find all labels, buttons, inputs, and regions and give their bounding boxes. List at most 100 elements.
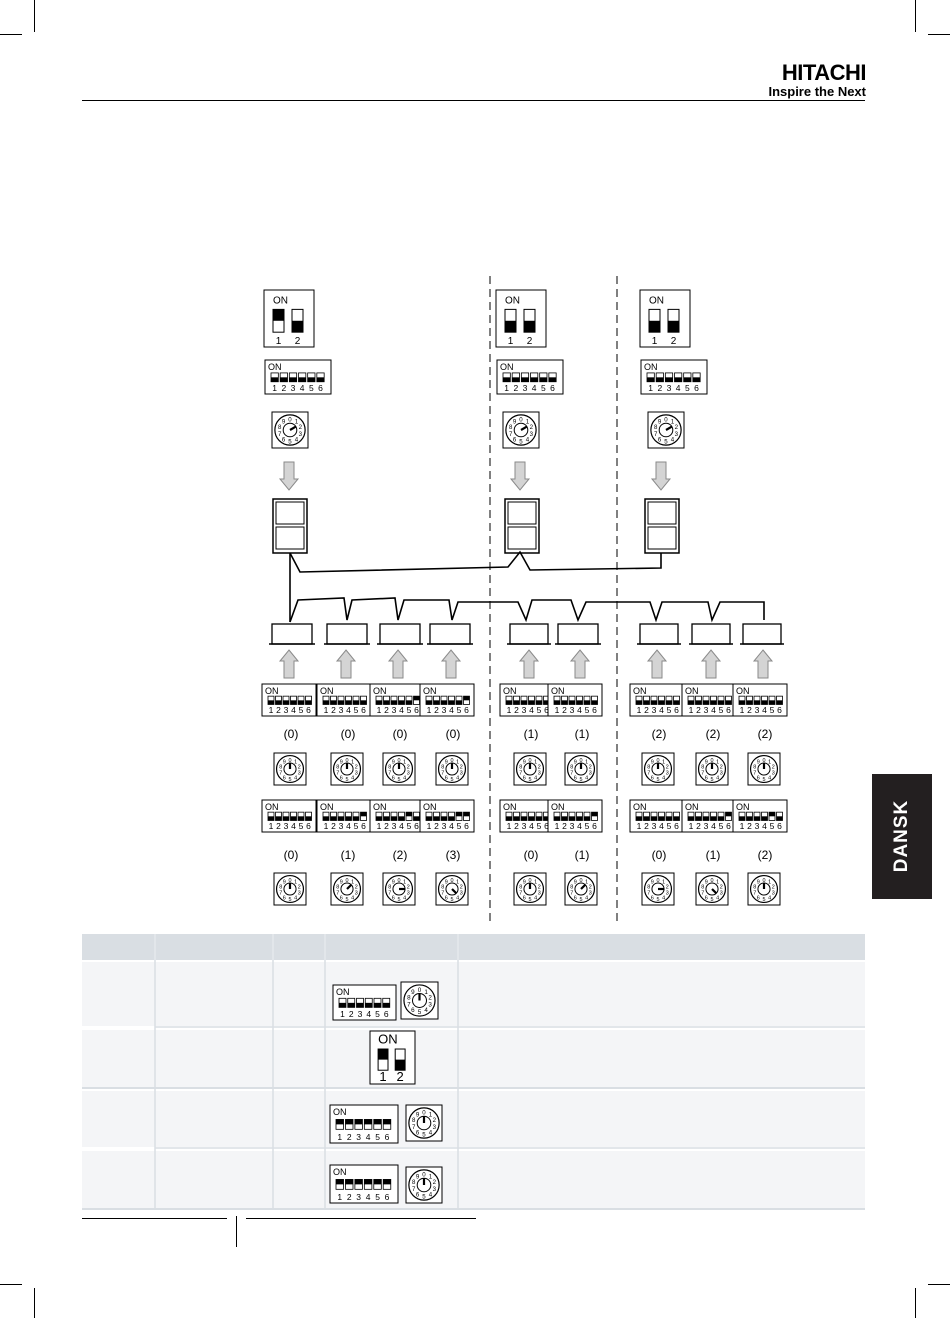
indoor-unit (269, 623, 315, 645)
dip-lever (456, 812, 462, 817)
dip-on-label: ON (503, 802, 517, 812)
dip-lever (347, 1002, 355, 1008)
dip-lever (448, 700, 455, 705)
dip-pin-number: 1 (652, 336, 658, 347)
dip-lever (273, 309, 284, 321)
dip-lever (703, 700, 709, 705)
dip-lever (769, 700, 775, 705)
rotary-pointer (711, 888, 718, 895)
dip-lever (651, 816, 657, 821)
dip-pin-number: 3 (522, 705, 527, 715)
dip-on-label: ON (373, 802, 387, 812)
dip-pin-number: 2 (281, 383, 286, 393)
dip-pin-number: 2 (644, 705, 649, 715)
dip-lever (298, 377, 306, 382)
rotary-digit: 3 (675, 431, 679, 438)
rotary-digit: 0 (418, 987, 422, 994)
dip-pin-number: 4 (449, 705, 454, 715)
rotary-digit: 7 (701, 770, 704, 776)
rotary-digit: 0 (528, 878, 531, 884)
rotary-digit: 3 (298, 890, 301, 896)
rotary-digit: 9 (705, 760, 708, 766)
dip-pin-number: 2 (657, 383, 662, 393)
rotary-digit: 1 (429, 1174, 433, 1181)
dip-lever (754, 700, 760, 705)
rotary-digit: 7 (701, 890, 704, 896)
dip-pin-number: 6 (306, 705, 311, 715)
dip-lever (718, 700, 724, 705)
dip-lever (584, 700, 590, 705)
dip-lever (338, 816, 344, 821)
dip-lever (383, 700, 390, 705)
rotary-digit: 9 (340, 760, 343, 766)
dip-pin-number: 2 (331, 821, 336, 831)
rotary-digit: 4 (456, 895, 459, 901)
dip-lever (373, 1179, 382, 1185)
dip-lever (323, 700, 329, 705)
rotary-digit: 4 (585, 895, 588, 901)
outdoor-unit-panel (507, 526, 537, 550)
dip-on-label: ON (649, 296, 664, 307)
dip-pin-number: 6 (306, 821, 311, 831)
rotary-pointer (346, 883, 353, 890)
dip-pin-number: 2 (696, 821, 701, 831)
dip-lever (298, 816, 304, 821)
dip-on-label: ON (273, 296, 288, 307)
rotary-digit: 2 (298, 765, 301, 771)
rotary-digit: 7 (647, 890, 650, 896)
rotary-digit: 5 (345, 897, 348, 903)
dip-pin-number: 1 (637, 821, 642, 831)
outdoor-unit-panel (647, 501, 677, 525)
dip-pin-number: 2 (384, 705, 389, 715)
header-rule (82, 100, 865, 101)
footer-rule-left (82, 1218, 227, 1219)
indoor-address-label: (2) (758, 848, 773, 862)
dip-lever (360, 812, 367, 817)
dip-pin-number: 4 (676, 383, 681, 393)
rotary-digit: 2 (538, 765, 541, 771)
indoor-unit (637, 623, 681, 645)
rotary-digit: 8 (654, 424, 658, 431)
indoor-unit (740, 623, 784, 645)
dip-lever (536, 700, 542, 705)
dip-lever (275, 700, 282, 705)
dip-pin-number: 3 (339, 705, 344, 715)
outdoor-unit (504, 498, 540, 554)
dip-pin-number: 6 (544, 821, 549, 831)
dip-lever (710, 700, 717, 705)
dip-pin-number: 1 (507, 821, 512, 831)
rotary-digit: 4 (768, 775, 771, 781)
rotary-pointer (665, 425, 673, 431)
dip-on-label: ON (503, 686, 517, 696)
dip-pin-number: 2 (671, 336, 677, 347)
rotary-digit: 8 (407, 995, 411, 1002)
dip-lever (383, 1179, 391, 1185)
indoor-address-label: (1) (341, 848, 356, 862)
dip-pin-number: 5 (457, 705, 462, 715)
rotary-digit: 6 (416, 1191, 420, 1198)
arrow-down-icon (650, 461, 672, 491)
dip-pin-number: 2 (331, 705, 336, 715)
rotary-digit: 8 (388, 885, 391, 891)
rotary-digit: 9 (283, 880, 286, 886)
dip-pin-number: 3 (652, 821, 657, 831)
dip-pin-number: 2 (349, 1009, 354, 1019)
rotary-digit: 6 (757, 775, 760, 781)
rotary-digit: 4 (429, 1191, 433, 1198)
dip-pin-number: 2 (384, 821, 389, 831)
dip-on-label: ON (265, 802, 279, 812)
dip-pin-number: 1 (504, 383, 509, 393)
rotary-digit: 6 (523, 775, 526, 781)
rotary-digit: 5 (579, 777, 582, 783)
dip-lever (688, 700, 694, 705)
language-tab: DANSK (872, 774, 932, 899)
table-row (82, 1151, 865, 1208)
dip-lever (305, 816, 312, 821)
